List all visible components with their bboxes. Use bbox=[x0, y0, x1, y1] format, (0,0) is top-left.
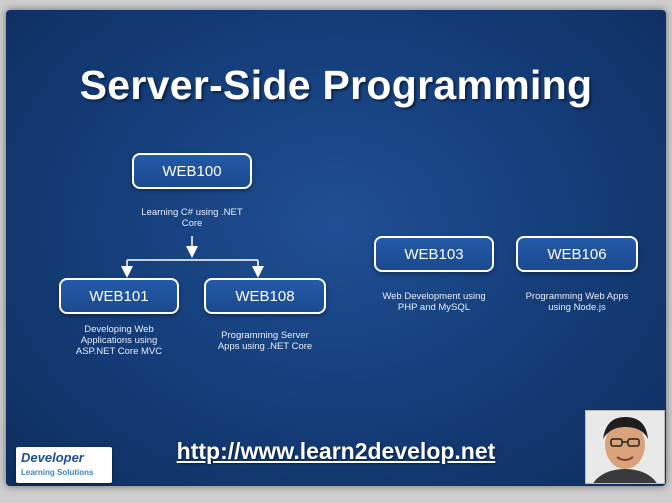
logo-text-bottom: Learning Solutions bbox=[21, 468, 94, 477]
course-box-web106: WEB106 bbox=[516, 236, 638, 272]
course-connectors bbox=[121, 236, 264, 278]
logo-text-top: Developer bbox=[21, 450, 84, 465]
course-desc-web103: Web Development using PHP and MySQL bbox=[382, 291, 486, 313]
course-code: WEB100 bbox=[162, 162, 222, 180]
course-code: WEB103 bbox=[404, 245, 464, 263]
course-desc-web106: Programming Web Apps using Node.js bbox=[525, 291, 629, 313]
course-desc-web101: Developing Web Applications using ASP.NE… bbox=[75, 324, 163, 357]
course-code: WEB106 bbox=[547, 245, 607, 263]
course-box-web101: WEB101 bbox=[59, 278, 179, 314]
course-desc-web100: Learning C# using .NET Core bbox=[141, 207, 243, 229]
website-link[interactable]: http://www.learn2develop.net bbox=[176, 438, 496, 464]
presenter-photo bbox=[585, 410, 665, 484]
course-box-web108: WEB108 bbox=[204, 278, 326, 314]
course-code: WEB101 bbox=[89, 287, 149, 305]
course-desc-web108: Programming Server Apps using .NET Core bbox=[217, 330, 313, 352]
slide: Server-Side Programming WEB100 Learning … bbox=[6, 10, 666, 486]
developer-learning-logo: Developer Learning Solutions bbox=[16, 447, 112, 483]
presenter-avatar-icon bbox=[586, 411, 664, 483]
course-code: WEB108 bbox=[235, 287, 295, 305]
course-box-web100: WEB100 bbox=[132, 153, 252, 189]
course-box-web103: WEB103 bbox=[374, 236, 494, 272]
slide-title: Server-Side Programming bbox=[79, 62, 593, 108]
